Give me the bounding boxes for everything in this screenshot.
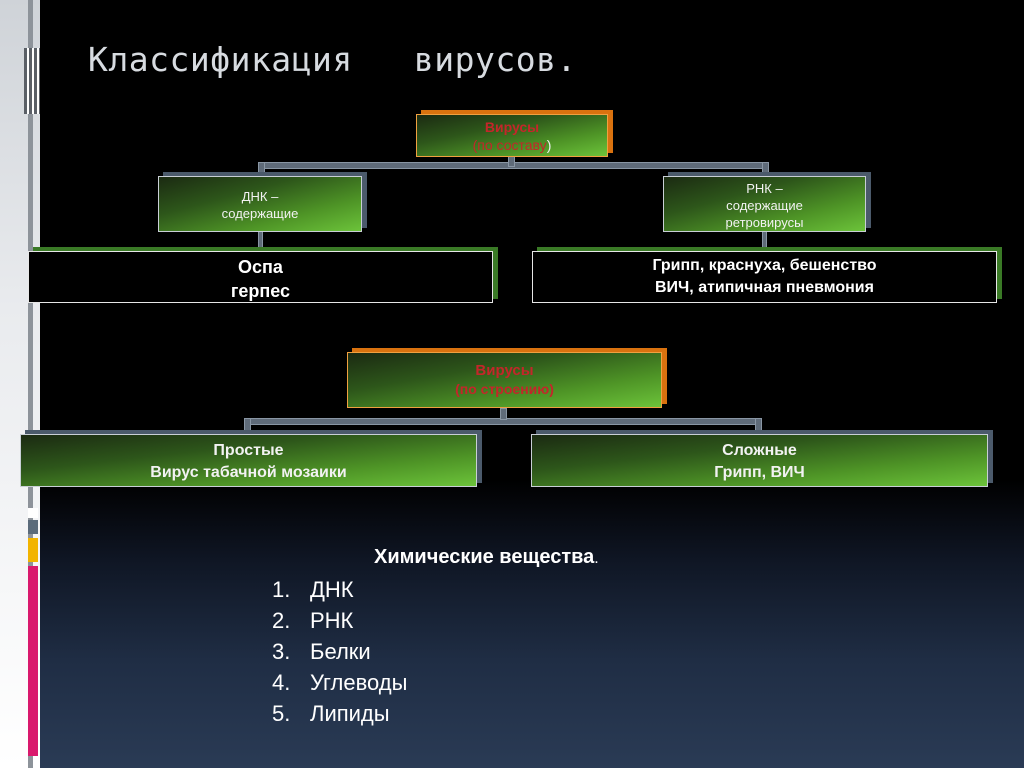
connector-structure-left [244,418,251,434]
composition-root-title: Вирусы [484,119,540,135]
list-item-label: ДНК [310,577,354,602]
connector-composition-left [258,162,265,176]
connector-dna-examples [258,231,263,251]
composition-root-box: Вирусы (по составу) [416,114,608,157]
list-item-label: Углеводы [310,670,408,695]
stripe-decoration [24,48,40,114]
chemicals-title-text: Химические вещества [374,546,595,568]
list-item: 5. Липиды [272,698,407,729]
simple-viruses-title: Простые [213,442,284,459]
complex-viruses-title: Сложные [722,442,797,459]
dna-label-line1: ДНК – [241,189,279,204]
list-item-number: 2. [272,608,291,633]
composition-root-subtitle-tail: ) [546,137,552,153]
chemicals-title-dot: . [594,550,599,567]
composition-root-subtitle: (по составу) [417,136,607,154]
complex-viruses-example: Грипп, ВИЧ [714,464,805,481]
dna-containing-box: ДНК – содержащие [158,176,362,232]
connector-structure-root [500,408,507,420]
complex-viruses-box: Сложные Грипп, ВИЧ [531,434,988,487]
rna-example-1: Грипп, краснуха, бешенство [652,257,877,274]
dna-example-1: Оспа [238,257,283,277]
left-rule [28,0,33,768]
rna-examples-box: Грипп, краснуха, бешенство ВИЧ, атипична… [532,251,997,303]
dna-label-line2: содержащие [221,206,299,221]
connector-composition-right [762,162,769,176]
connector-structure-right [755,418,762,434]
list-item-label: Белки [310,639,371,664]
simple-viruses-box: Простые Вирус табачной мозаики [20,434,477,487]
dna-examples-box: Оспа герпес [28,251,493,303]
rna-label-line3: ретровирусы [725,215,804,230]
chemicals-list: 1. ДНК 2. РНК 3. Белки 4. Углеводы 5. Липиды [272,574,407,729]
chemicals-title: Химические вещества. [374,546,599,569]
list-item-number: 1. [272,577,291,602]
list-item-label: Липиды [310,701,390,726]
dna-example-2: герпес [230,281,291,301]
list-item: 4. Углеводы [272,667,407,698]
rna-example-2: ВИЧ, атипичная пневмония [655,279,874,296]
structure-root-box: Вирусы (по строению) [347,352,662,408]
composition-root-subtitle-text: (по составу [472,137,547,153]
structure-root-subtitle: (по строению) [455,381,554,397]
list-item-number: 4. [272,670,291,695]
list-item-number: 5. [272,701,291,726]
rna-label-line2: содержащие [726,198,803,213]
deco-block-yellow [28,538,38,562]
connector-rna-examples [762,231,767,251]
simple-viruses-example: Вирус табачной мозаики [150,464,347,481]
rna-containing-box: РНК – содержащие ретровирусы [663,176,866,232]
structure-root-title: Вирусы [475,362,534,379]
deco-block-white [28,508,38,518]
slide-title: Классификация вирусов. [88,40,577,79]
list-item: 1. ДНК [272,574,407,605]
list-item-label: РНК [310,608,354,633]
list-item: 3. Белки [272,636,407,667]
deco-block-slate [28,520,38,534]
list-item: 2. РНК [272,605,407,636]
left-decor-bar [0,0,40,768]
deco-block-pink [28,566,38,756]
rna-label-line1: РНК – [746,181,783,196]
list-item-number: 3. [272,639,291,664]
